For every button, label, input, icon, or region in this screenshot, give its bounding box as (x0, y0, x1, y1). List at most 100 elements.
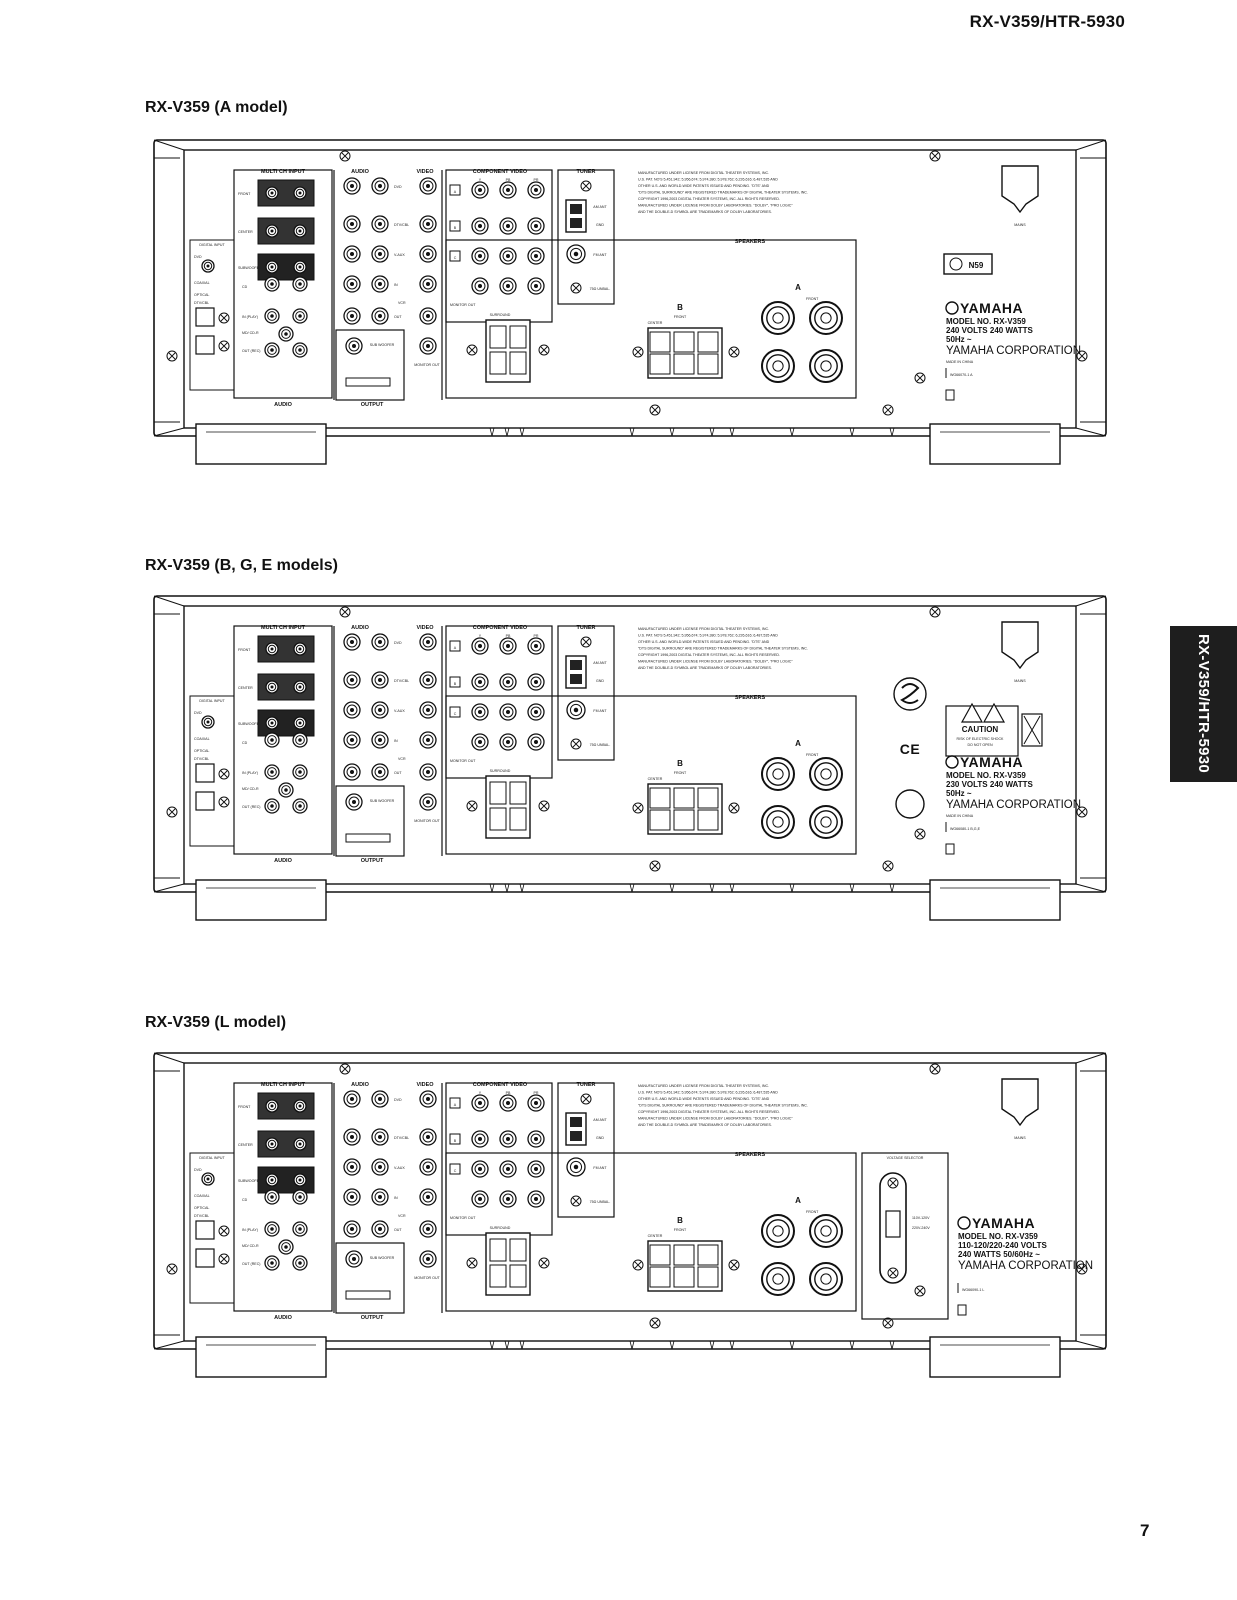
rca-jack-pin (478, 644, 482, 648)
front-a-label: A (795, 283, 801, 292)
rca-jack-pin (426, 282, 430, 286)
rca-jack-pin (284, 332, 288, 336)
rca-jack-ring (267, 279, 277, 289)
rca-jack-ring (295, 311, 305, 321)
component-input-badge (449, 250, 461, 262)
rca-jack-ring (422, 1093, 434, 1105)
rca-jack-ring (530, 250, 542, 262)
screw-cross (889, 1179, 897, 1187)
av-row-label: V-AUX (394, 709, 405, 713)
component-monitor-out-label: MONITOR OUT (450, 1216, 476, 1220)
av-row-label: OUT (394, 771, 402, 775)
rating-line: 110-120/220-240 VOLTS (958, 1241, 1047, 1250)
comp-pr-label: PR (534, 178, 539, 182)
rca-jack-ring (267, 644, 277, 654)
cert-mark-icon (949, 257, 963, 271)
screw-cross (916, 830, 924, 838)
cert-mark-box (943, 253, 993, 275)
rca-jack-ring (422, 796, 434, 808)
comp-pb-label: PB (506, 178, 511, 182)
screw-cross (931, 1065, 939, 1073)
rca-jack-ring (569, 247, 583, 261)
rca-jack-pin (378, 314, 382, 318)
optical-port (195, 307, 215, 327)
screw-cross (884, 862, 892, 870)
rca-jack-pin (206, 264, 210, 268)
rca-jack-ring (422, 1253, 434, 1265)
comp-pb-label: PB (506, 1091, 511, 1095)
screw-cross (168, 808, 176, 816)
monitor-out-label: MONITOR OUT (414, 1276, 440, 1280)
vcr-label: VCR (398, 1214, 406, 1218)
rca-jack-pin (534, 254, 538, 258)
rca-jack-pin (534, 740, 538, 744)
voltage-selector-label: VOLTAGE SELECTOR (887, 1156, 924, 1160)
rca-jack-ring (502, 706, 514, 718)
chassis-tab (889, 1340, 895, 1350)
rca-jack-ring (530, 676, 542, 688)
spring-clip (509, 1264, 527, 1288)
rca-jack-pin (270, 229, 274, 233)
recycle-mark-icon (945, 843, 955, 855)
mains-label: MAINS (1014, 679, 1026, 683)
screw-cross (651, 406, 659, 414)
coaxial-label: COAXIAL (194, 1194, 210, 1198)
rca-jack-pin (426, 1257, 430, 1261)
output-connector (345, 833, 391, 843)
av-row-label: V-AUX (394, 1166, 405, 1170)
av-row-label: DTV/CBL (394, 679, 409, 683)
license-text-line: MANUFACTURED UNDER LICENSE FROM DOLBY LA… (638, 1117, 793, 1121)
rca-jack-pin (426, 1227, 430, 1231)
gnd-label: GND (596, 1136, 604, 1140)
screw-cross (931, 608, 939, 616)
multi-ch-input-label: MULTI CH INPUT (261, 625, 306, 631)
rca-jack-ring (422, 180, 434, 192)
binding-post-ring (766, 354, 790, 378)
rca-jack-ring (346, 1191, 358, 1203)
front-b-sub-label: FRONT (674, 771, 687, 775)
am-terminal-slot (570, 1131, 582, 1141)
spring-clip (509, 351, 527, 375)
screw-cross (634, 348, 642, 356)
rca-jack-pin (478, 224, 482, 228)
front-b-label: B (677, 759, 683, 768)
sub-woofer-label: SUB WOOFER (370, 799, 395, 803)
rca-jack-pin (270, 1142, 274, 1146)
spring-clip (649, 1244, 671, 1266)
av-row-label: IN (394, 283, 398, 287)
rca-jack-pin (534, 710, 538, 714)
chassis-outer (153, 595, 1107, 893)
spring-clip (673, 1244, 695, 1266)
screw-cross (730, 804, 738, 812)
binding-post-core (820, 768, 832, 780)
spring-clip (489, 781, 507, 805)
digital-input-box (189, 695, 235, 847)
rca-jack-pin (298, 1178, 302, 1182)
corporation-name: YAMAHA CORPORATION (958, 1260, 1093, 1272)
speakers-label: SPEAKERS (735, 1152, 766, 1158)
av-row-label: OUT (394, 315, 402, 319)
rca-jack-pin (270, 804, 274, 808)
component-input-letter: B (454, 682, 457, 686)
rca-jack-ring (346, 1161, 358, 1173)
rca-jack-ring (267, 801, 277, 811)
chassis-tab (789, 883, 795, 893)
gnd-label: GND (596, 679, 604, 683)
chassis-tab (504, 427, 510, 437)
caution-text: RISK OF ELECTRIC SHOCK (957, 737, 1005, 741)
sub-woofer-label: SUB WOOFER (370, 343, 395, 347)
tuner-label: TUNER (577, 625, 596, 631)
component-input-badge (449, 1097, 461, 1109)
tuner-box (557, 169, 615, 305)
dvd-label: DVD (194, 255, 202, 259)
rca-jack-pin (298, 1195, 302, 1199)
rca-jack-pin (270, 1195, 274, 1199)
chassis-tab (849, 427, 855, 437)
rca-jack-ring (295, 188, 305, 198)
rca-jack-pin (478, 254, 482, 258)
optical-port (195, 335, 215, 355)
rca-jack-pin (298, 229, 302, 233)
rca-jack-ring (474, 706, 486, 718)
rca-jack-ring (346, 180, 358, 192)
